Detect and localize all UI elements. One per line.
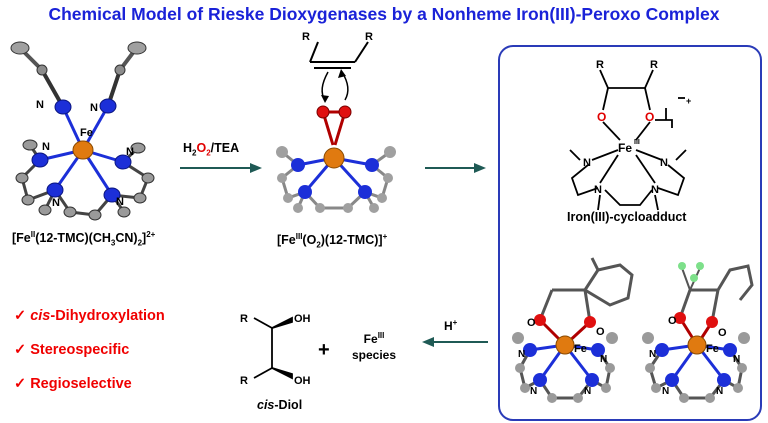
cycloadduct-skeletal	[569, 69, 687, 211]
reaction-arrow-3-head	[422, 337, 434, 347]
diol-oh-label-2: OH	[294, 375, 311, 387]
cyclo-n-label-1: N	[583, 157, 591, 169]
xtal-right-n-label-3: N	[662, 386, 669, 397]
cyclo-r-label-1: R	[596, 59, 604, 71]
cyclo-r-label-2: R	[650, 59, 658, 71]
xtal-left-fe-label: Fe	[574, 343, 587, 355]
c1-n-label-4: N	[126, 146, 134, 158]
c2-r-label-1: R	[302, 31, 310, 43]
figure-title: Chemical Model of Rieske Dioxygenases by…	[48, 4, 720, 24]
diol-r-label-1: R	[240, 313, 248, 325]
compound1-label: [FeII(12-TMC)(CH3CN)2]2+	[12, 230, 156, 248]
xtal-left-n-label-4: N	[584, 386, 591, 397]
xtal-left-n-label-3: N	[530, 386, 537, 397]
cyclo-n-label-3: N	[594, 184, 602, 196]
reagent-label: H2O2/TEA	[183, 141, 240, 158]
checklist-item-3: ✓ Regioselective	[14, 376, 132, 392]
c2-r-label-2: R	[365, 31, 373, 43]
xtal-right-n-label-2: N	[733, 354, 740, 365]
cyclo-fe-ox: III	[634, 139, 640, 146]
checklist-item-2: ✓ Stereospecific	[14, 342, 130, 358]
xtal-right-fe-label: Fe	[706, 343, 719, 355]
xtal-right-o-label-1: O	[668, 315, 677, 327]
cis-diol-structure	[253, 316, 293, 380]
crystal-structure-right	[642, 262, 754, 403]
c1-n-label-2: N	[90, 102, 98, 114]
c1-n-label-6: N	[116, 196, 124, 208]
cycloadduct-box	[498, 45, 762, 421]
c1-n-label-1: N	[36, 99, 44, 111]
compound1-structure	[10, 41, 155, 221]
xtal-left-n-label-2: N	[600, 354, 607, 365]
cyclo-n-label-4: N	[651, 184, 659, 196]
reaction-arrow-2-head	[474, 163, 486, 173]
c1-fe-label: Fe	[80, 127, 93, 139]
compound2-structure	[276, 41, 396, 213]
c1-n-label-5: N	[52, 197, 60, 209]
cyclo-n-label-2: N	[660, 157, 668, 169]
xtal-right-o-label-2: O	[718, 327, 727, 339]
cyclo-charge: +	[686, 96, 691, 106]
c1-n-label-3: N	[42, 141, 50, 153]
xtal-right-n-label-1: N	[649, 349, 656, 360]
diol-r-label-2: R	[240, 375, 248, 387]
diol-oh-label-1: OH	[294, 313, 311, 325]
plus-sign: +	[318, 339, 330, 361]
cycloadduct-label: Iron(III)-cycloadduct	[567, 210, 687, 224]
cis-diol-label: cis-Diol	[257, 398, 303, 412]
compound2-label: [FeIII(O2)(12-TMC)]+	[277, 232, 388, 250]
xtal-left-o-label-1: O	[527, 317, 536, 329]
crystal-structure-left	[512, 257, 634, 403]
cyclo-o-label-1: O	[597, 110, 606, 124]
proton-label: H+	[444, 318, 458, 333]
reaction-arrow-1-head	[250, 163, 262, 173]
xtal-left-n-label-1: N	[518, 349, 525, 360]
cyclo-o-label-2: O	[645, 110, 654, 124]
xtal-right-n-label-4: N	[716, 386, 723, 397]
cyclo-fe-label: Fe	[618, 141, 632, 155]
fe-species-label: FeIII species	[352, 331, 397, 362]
checklist-item-1: ✓ cis-Dihydroxylation	[14, 308, 165, 324]
xtal-left-o-label-2: O	[596, 326, 605, 338]
